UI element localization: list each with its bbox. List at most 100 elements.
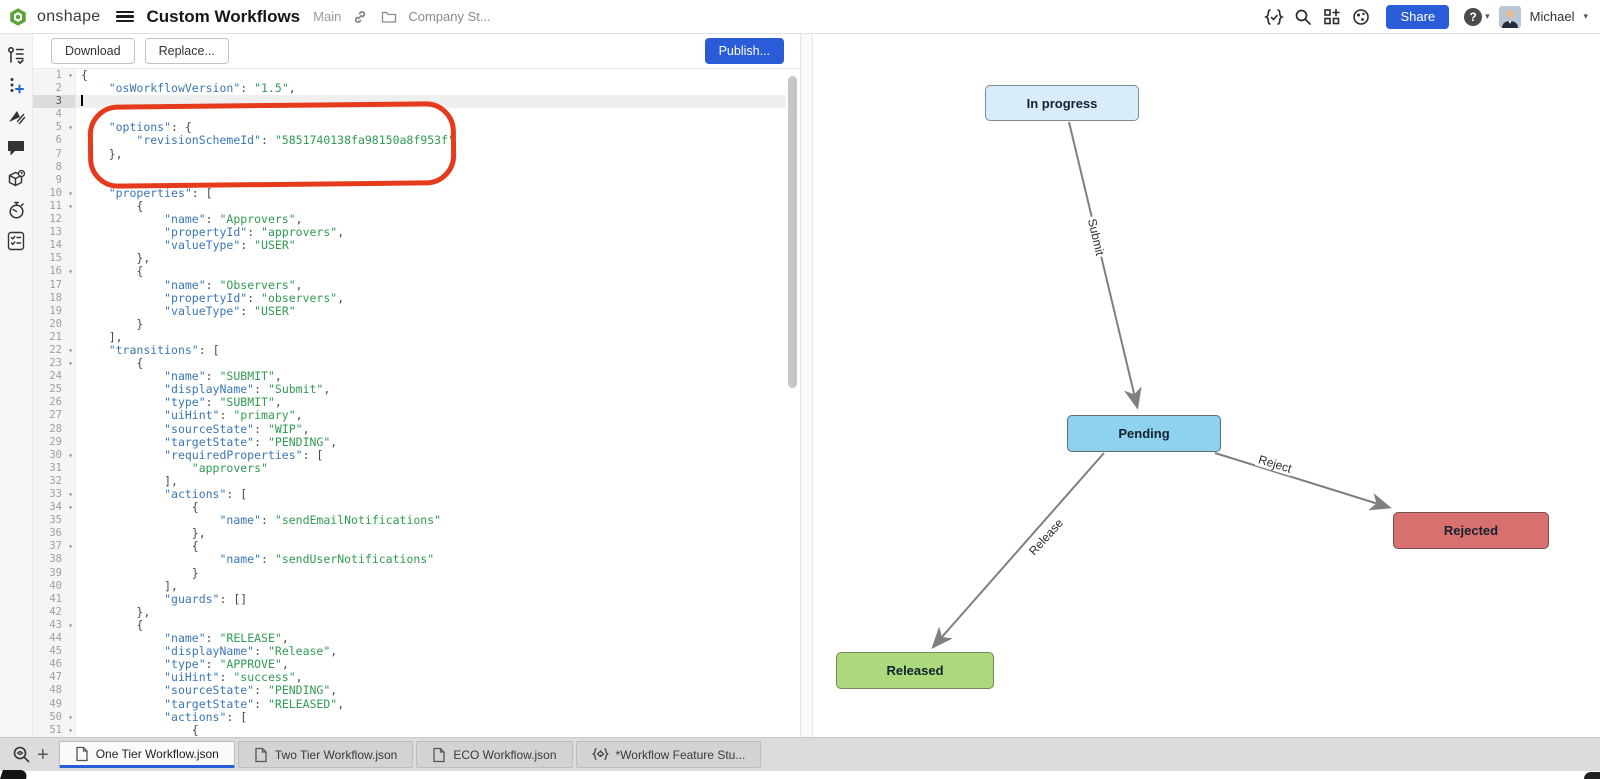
comment-icon[interactable] [5,137,27,159]
avatar[interactable] [1498,5,1521,28]
onshape-logo[interactable] [8,7,28,27]
code-line[interactable]: } [136,316,144,331]
code-line[interactable]: ], [108,329,123,344]
gutter-line[interactable]: 23▾ [49,357,73,370]
code-line[interactable]: "requiredProperties": [ [164,447,324,462]
workflow-state-pending[interactable]: Pending [1067,415,1221,452]
code-line[interactable]: "propertyId": "observers", [164,290,345,305]
code-line[interactable]: "osWorkflowVersion": "1.5", [108,81,296,96]
fold-toggle-icon[interactable]: ▾ [68,345,73,355]
preview-search-icon[interactable] [12,745,31,764]
code-lines[interactable]: { "osWorkflowVersion": "1.5", "options":… [75,69,786,737]
workflow-state-released[interactable]: Released [836,652,994,689]
gutter-line[interactable]: 51▾ [49,723,73,736]
code-line[interactable]: "name": "sendUserNotifications" [219,552,435,567]
code-line[interactable] [75,95,786,109]
code-line[interactable]: "approvers" [191,460,268,475]
transition-arrow-reject[interactable] [1214,452,1392,511]
code-line[interactable]: "valueType": "USER" [164,238,296,253]
code-line[interactable]: "revisionSchemeId": "5851740138fa98150a8… [136,133,455,148]
scrollbar-thumb[interactable] [788,76,797,388]
tab-eco-workflow-json[interactable]: ECO Workflow.json [416,741,573,768]
code-line[interactable]: { [81,69,88,82]
code-line[interactable]: "name": "Approvers", [164,212,303,227]
part-question-icon[interactable] [5,168,27,190]
tab-two-tier-workflow-json[interactable]: Two Tier Workflow.json [237,741,414,768]
transition-arrow-release[interactable] [931,452,1105,650]
gutter-line[interactable]: 33▾ [49,488,73,500]
code-line[interactable]: "targetState": "RELEASED", [164,696,345,711]
code-line[interactable]: "displayName": "Release", [164,644,338,659]
fold-toggle-icon[interactable]: ▾ [68,188,73,198]
code-line[interactable]: "actions": [ [164,709,248,724]
code-line[interactable]: "valueType": "USER" [164,303,296,318]
gutter-line[interactable]: 5▾ [55,121,73,134]
gutter-line[interactable]: 11▾ [49,199,73,212]
code-line[interactable]: "actions": [ [164,487,248,501]
tab--workflow-feature-stu-[interactable]: *Workflow Feature Stu... [575,741,762,768]
code-line[interactable]: "uiHint": "success", [164,670,303,685]
marker-pen-icon[interactable] [5,106,27,128]
code-line[interactable]: "type": "SUBMIT", [164,395,282,410]
code-line[interactable]: { [191,722,199,737]
help-icon[interactable]: ? [1464,7,1483,26]
gutter-line[interactable]: 43▾ [49,618,73,631]
gutter-line[interactable]: 16▾ [49,265,73,278]
code-line[interactable]: "properties": [ [108,185,213,200]
user-caret-icon[interactable]: ▾ [1583,11,1588,21]
code-line[interactable]: "transitions": [ [108,342,220,357]
code-line[interactable]: }, [136,251,151,266]
gutter-line[interactable]: 50▾ [49,710,73,723]
fold-toggle-icon[interactable]: ▾ [68,450,73,460]
fold-toggle-icon[interactable]: ▾ [68,201,73,211]
code-line[interactable]: { [191,539,199,554]
checklist-icon[interactable] [5,230,27,252]
code-line[interactable]: }, [136,604,151,619]
main-menu-icon[interactable] [115,10,134,23]
fold-toggle-icon[interactable]: ▾ [68,267,73,277]
community-globe-icon[interactable] [1351,7,1371,27]
link-icon[interactable] [350,7,370,27]
workspace-name[interactable]: Main [313,9,342,24]
gutter-line[interactable]: 1▾ [55,69,73,81]
code-line[interactable]: "guards": [] [164,591,248,606]
stopwatch-icon[interactable] [5,199,27,221]
code-line[interactable]: "options": { [108,120,192,135]
apps-grid-icon[interactable] [1322,7,1342,27]
gutter-line[interactable]: 37▾ [49,540,73,553]
fold-toggle-icon[interactable]: ▾ [68,620,73,630]
gutter-line[interactable]: 10▾ [49,186,73,199]
code-line[interactable]: "propertyId": "approvers", [164,225,345,240]
code-line[interactable]: "name": "RELEASE", [164,631,289,646]
fold-toggle-icon[interactable]: ▾ [68,503,73,513]
panel-splitter[interactable] [800,34,813,737]
code-line[interactable]: "sourceState": "PENDING", [164,683,338,698]
code-line[interactable]: { [136,617,144,632]
add-tab-button[interactable]: + [37,743,49,766]
editor-scrollbar[interactable] [788,73,797,733]
featurescript-icon[interactable] [1264,7,1285,27]
code-line[interactable]: }, [108,146,123,161]
code-line[interactable]: }, [191,526,206,541]
code-line[interactable]: "name": "sendEmailNotifications" [219,513,442,528]
fold-toggle-icon[interactable]: ▾ [68,123,73,133]
code-line[interactable]: "type": "APPROVE", [164,657,289,672]
help-menu[interactable]: ? ▾ [1464,7,1490,26]
code-line[interactable] [75,161,786,174]
code-line[interactable]: } [191,565,199,580]
fold-toggle-icon[interactable]: ▾ [68,542,73,552]
code-line[interactable]: "uiHint": "primary", [164,408,303,423]
workflow-state-in-progress[interactable]: In progress [985,85,1139,121]
code-line[interactable]: ], [164,473,178,488]
fold-toggle-icon[interactable]: ▾ [68,71,73,80]
fold-toggle-icon[interactable]: ▾ [68,359,73,369]
code-line[interactable]: ], [164,578,178,593]
fold-toggle-icon[interactable]: ▾ [68,712,73,722]
code-line[interactable]: "name": "SUBMIT", [164,369,282,384]
replace-button[interactable]: Replace... [144,38,229,64]
fold-toggle-icon[interactable]: ▾ [68,490,73,499]
code-line[interactable]: "displayName": "Submit", [164,382,331,397]
gutter-line[interactable]: 34▾ [49,501,73,514]
publish-button[interactable]: Publish... [704,38,784,64]
